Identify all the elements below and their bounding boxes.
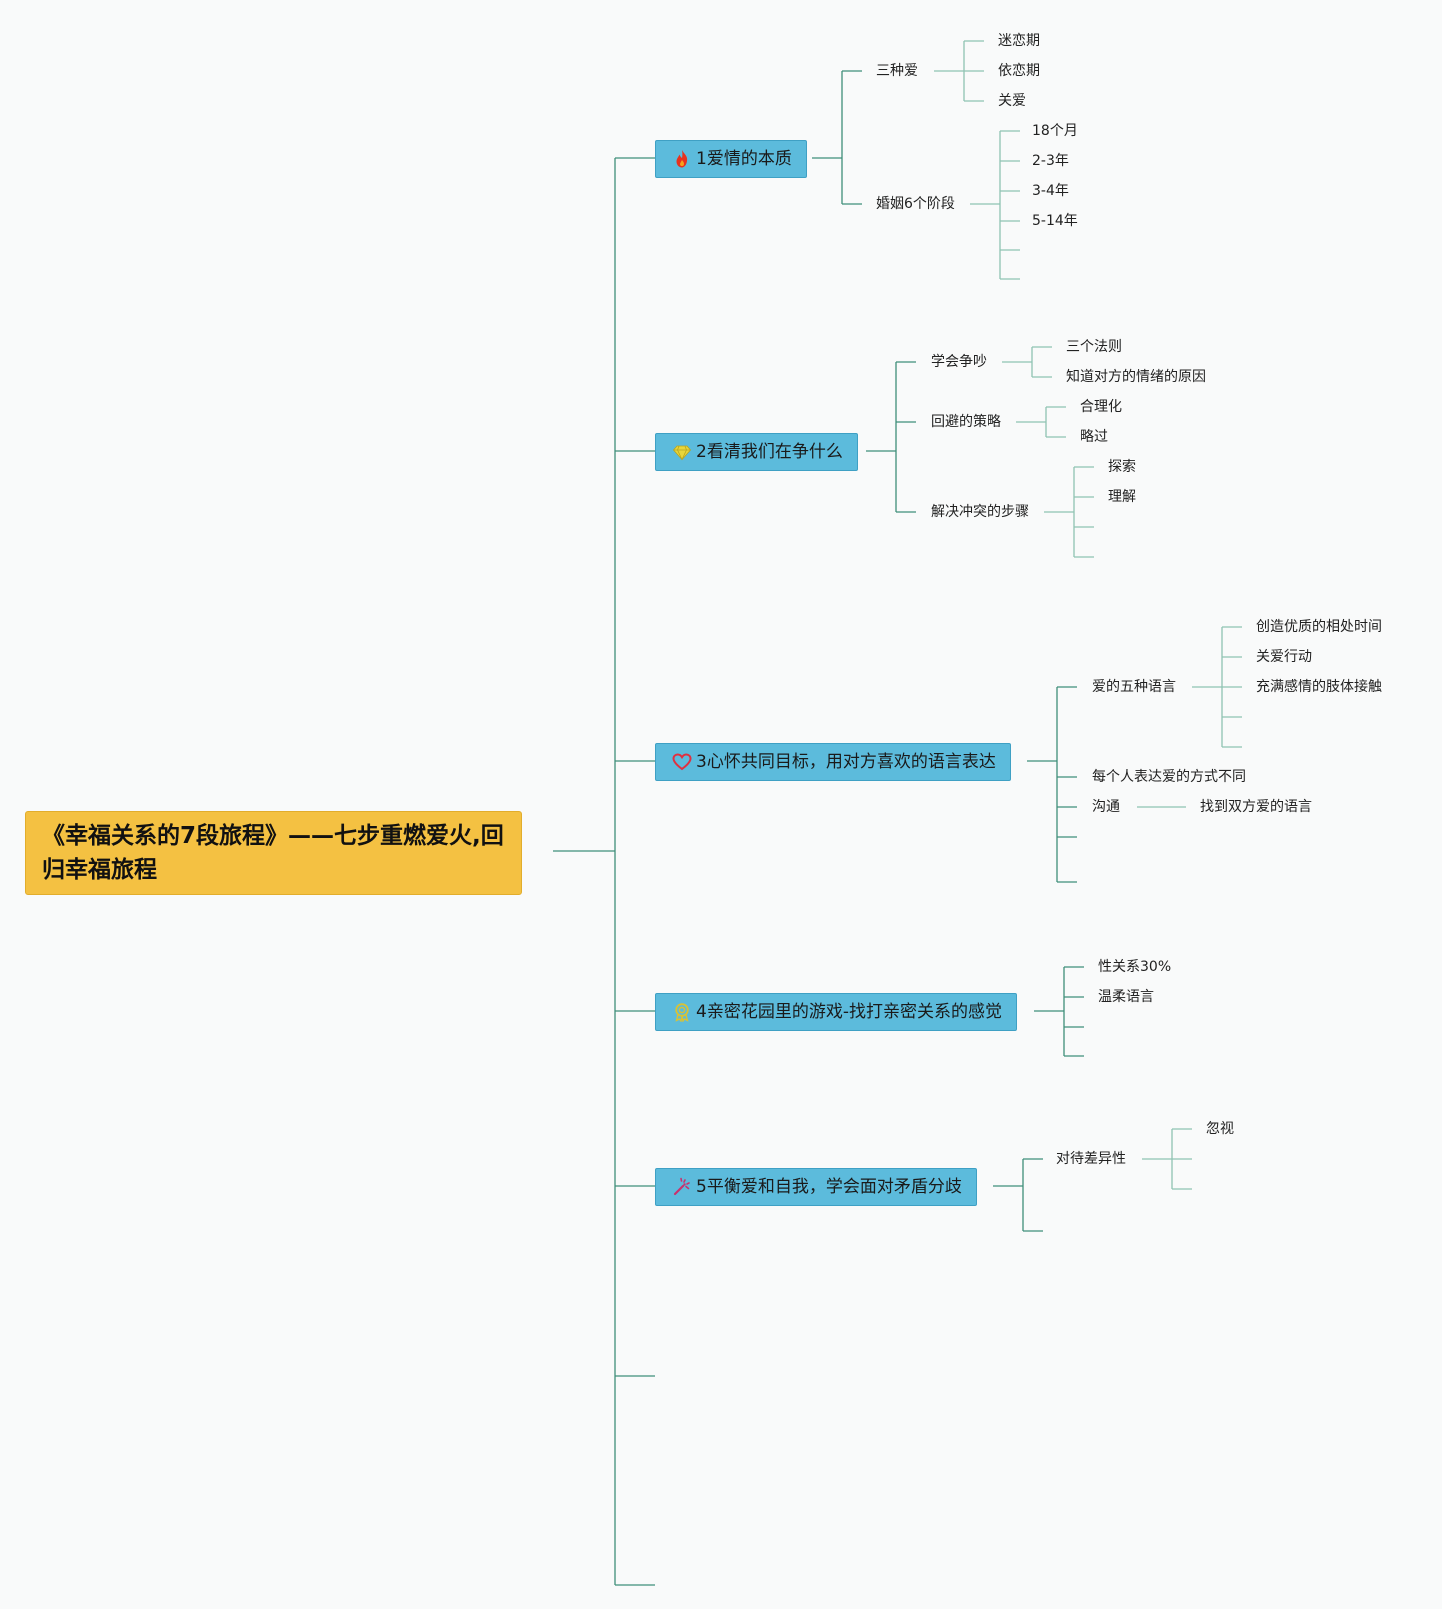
medal-icon [672,1002,692,1022]
leaf-topic[interactable]: 2-3年 [1032,153,1069,169]
topic-3[interactable]: 3心怀共同目标，用对方喜欢的语言表达 [655,743,1011,781]
leaf-topic[interactable]: 迷恋期 [998,33,1040,49]
subtopic[interactable]: 解决冲突的步骤 [931,504,1029,520]
wand-icon [672,1177,692,1197]
root-topic-label: 《幸福关系的7段旅程》——七步重燃爱火,回归幸福旅程 [42,823,504,883]
topic-1[interactable]: 1爱情的本质 [655,140,807,178]
fire-icon [672,149,692,169]
subtopic[interactable]: 三种爱 [876,63,918,79]
leaf-topic[interactable]: 合理化 [1080,399,1122,415]
leaf-topic[interactable]: 找到双方爱的语言 [1200,799,1312,815]
leaf-topic[interactable]: 18个月 [1032,123,1078,139]
subtopic[interactable]: 每个人表达爱的方式不同 [1092,769,1246,785]
subtopic[interactable]: 学会争吵 [931,354,987,370]
leaf-topic[interactable]: 3-4年 [1032,183,1069,199]
root-topic[interactable]: 《幸福关系的7段旅程》——七步重燃爱火,回归幸福旅程 [25,811,522,895]
leaf-topic[interactable]: 知道对方的情绪的原因 [1066,369,1206,385]
leaf-topic[interactable]: 关爱 [998,93,1026,109]
topic-2[interactable]: 2看清我们在争什么 [655,433,858,471]
leaf-topic[interactable]: 理解 [1108,489,1136,505]
topic-5[interactable]: 5平衡爱和自我，学会面对矛盾分歧 [655,1168,977,1206]
topic-4-label: 4亲密花园里的游戏-找打亲密关系的感觉 [696,1002,1002,1022]
topic-2-label: 2看清我们在争什么 [696,442,843,462]
leaf-topic[interactable]: 略过 [1080,429,1108,445]
leaf-topic[interactable]: 探索 [1108,459,1136,475]
leaf-topic[interactable]: 三个法则 [1066,339,1122,355]
leaf-topic[interactable]: 创造优质的相处时间 [1256,619,1382,635]
topic-4[interactable]: 4亲密花园里的游戏-找打亲密关系的感觉 [655,993,1017,1031]
topic-5-label: 5平衡爱和自我，学会面对矛盾分歧 [696,1177,962,1197]
subtopic[interactable]: 温柔语言 [1098,989,1154,1005]
heart-icon [672,752,692,772]
subtopic[interactable]: 回避的策略 [931,414,1001,430]
subtopic[interactable]: 性关系30% [1098,959,1172,975]
leaf-topic[interactable]: 忽视 [1206,1121,1234,1137]
subtopic[interactable]: 对待差异性 [1056,1151,1126,1167]
leaf-topic[interactable]: 5-14年 [1032,213,1078,229]
leaf-topic[interactable]: 关爱行动 [1256,649,1312,665]
subtopic[interactable]: 婚姻6个阶段 [876,196,955,212]
diamond-icon [672,442,692,462]
topic-3-label: 3心怀共同目标，用对方喜欢的语言表达 [696,752,996,772]
subtopic[interactable]: 爱的五种语言 [1092,679,1176,695]
leaf-topic[interactable]: 依恋期 [998,63,1040,79]
topic-1-label: 1爱情的本质 [696,149,792,169]
leaf-topic[interactable]: 充满感情的肢体接触 [1256,679,1382,695]
subtopic[interactable]: 沟通 [1092,799,1120,815]
